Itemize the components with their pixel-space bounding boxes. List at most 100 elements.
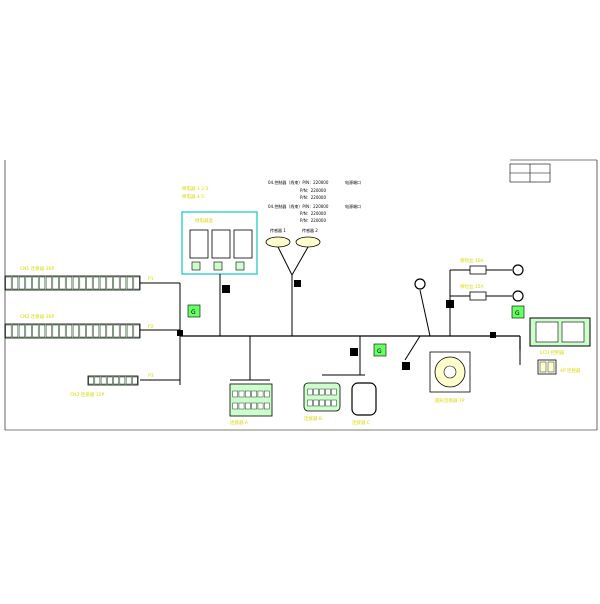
pin bbox=[106, 276, 113, 290]
pin bbox=[325, 388, 331, 396]
bar-2-tag: P2 bbox=[148, 324, 154, 330]
fuse-2-label: 保险丝 15A bbox=[460, 283, 485, 290]
pin bbox=[245, 402, 251, 410]
bottom-2-row1-pins bbox=[307, 388, 337, 396]
junction-left bbox=[177, 330, 183, 336]
svg-text:G: G bbox=[515, 310, 520, 317]
fuse-clip bbox=[446, 300, 454, 308]
bottom-1-row2-pins bbox=[232, 402, 270, 410]
round-clip bbox=[402, 362, 410, 370]
sensor-pair bbox=[265, 236, 321, 336]
pin bbox=[25, 276, 32, 290]
bottom-1-row1-pins bbox=[232, 390, 270, 398]
svg-text:G: G bbox=[191, 309, 196, 316]
svg-text:04.控制器（线束）P/N：220000: 04.控制器（线束）P/N：220000 bbox=[268, 179, 329, 185]
pin bbox=[307, 399, 313, 407]
fuse-1 bbox=[469, 265, 487, 275]
round-connector bbox=[429, 351, 471, 393]
clip-mid bbox=[350, 348, 358, 356]
pin bbox=[251, 402, 257, 410]
terminal-2 bbox=[512, 290, 524, 302]
connector-bar-3 bbox=[87, 375, 139, 386]
bar-1-label: CN1 连接器 30P bbox=[20, 265, 54, 272]
pin bbox=[331, 388, 337, 396]
connector-bottom-3 bbox=[351, 382, 377, 416]
bar-3-pins bbox=[88, 376, 138, 385]
pin bbox=[72, 324, 79, 338]
pin bbox=[99, 276, 106, 290]
pin bbox=[32, 276, 39, 290]
ecu-connector bbox=[529, 317, 591, 347]
pin bbox=[307, 388, 313, 396]
branch-round bbox=[404, 335, 421, 361]
pin bbox=[113, 376, 119, 385]
pin bbox=[59, 276, 66, 290]
pin bbox=[66, 324, 73, 338]
pin bbox=[12, 276, 19, 290]
relay-box bbox=[181, 211, 258, 275]
pin bbox=[93, 276, 100, 290]
pin bbox=[45, 324, 52, 338]
svg-text:P/N：220000: P/N：220000 bbox=[300, 218, 326, 223]
pin bbox=[18, 276, 25, 290]
pin bbox=[39, 276, 46, 290]
small-conn-label: 4P 连接器 bbox=[560, 367, 581, 374]
pin bbox=[245, 390, 251, 398]
pin bbox=[264, 390, 270, 398]
pin bbox=[325, 399, 331, 407]
pin bbox=[5, 276, 12, 290]
pin bbox=[232, 390, 238, 398]
pin bbox=[133, 324, 140, 338]
pin bbox=[45, 276, 52, 290]
pin bbox=[125, 376, 132, 385]
pin bbox=[113, 276, 120, 290]
relay-clip bbox=[222, 285, 230, 293]
pin bbox=[25, 324, 32, 338]
pin bbox=[251, 390, 257, 398]
small-connector bbox=[537, 359, 557, 375]
pin bbox=[331, 399, 337, 407]
bar-1-pins bbox=[5, 276, 140, 290]
pin bbox=[86, 324, 93, 338]
pin bbox=[232, 402, 238, 410]
sensor-2-label: 传感器 2 bbox=[302, 227, 318, 233]
sensor-3 bbox=[414, 278, 426, 290]
spec-notes: 04.控制器（线束）P/N：220000 P/N：220000 P/N：2200… bbox=[268, 179, 361, 223]
pin bbox=[313, 388, 319, 396]
pin bbox=[319, 399, 325, 407]
pin bbox=[79, 276, 86, 290]
bottom-3-label: 连接器 C bbox=[352, 419, 370, 426]
bar-1-tag: P1 bbox=[148, 276, 154, 282]
marker-1: G bbox=[187, 304, 201, 318]
bar-3-label: CN3 连接器 12P bbox=[70, 391, 104, 398]
pin bbox=[52, 324, 59, 338]
pin bbox=[106, 324, 113, 338]
relay-box-label: 继电器盒 bbox=[195, 217, 213, 224]
svg-text:电源端口: 电源端口 bbox=[345, 203, 361, 209]
pin bbox=[32, 324, 39, 338]
pin bbox=[18, 324, 25, 338]
relay-notes-2: 继电器 4 5 bbox=[182, 193, 204, 200]
pin bbox=[257, 402, 264, 410]
fuse-1-label: 保险丝 10A bbox=[460, 257, 485, 264]
pin bbox=[5, 324, 12, 338]
connector-bottom-1 bbox=[229, 383, 273, 417]
fuse-2 bbox=[469, 291, 487, 301]
sensor-1-label: 传感器 1 bbox=[270, 227, 286, 233]
pin bbox=[66, 276, 73, 290]
bar-3-tag: P3 bbox=[148, 373, 154, 379]
pin bbox=[79, 324, 86, 338]
svg-text:04.控制器（线束）P/N：220000: 04.控制器（线束）P/N：220000 bbox=[268, 203, 329, 209]
svg-text:G: G bbox=[377, 348, 382, 355]
pin bbox=[238, 402, 245, 410]
pin bbox=[238, 390, 245, 398]
marker-3: G bbox=[511, 305, 525, 319]
marker-2: G bbox=[373, 343, 387, 357]
svg-text:P/N：220000: P/N：220000 bbox=[300, 195, 326, 200]
pin bbox=[100, 376, 107, 385]
relay-notes-1: 继电器 1 2 3 bbox=[182, 185, 209, 192]
round-conn-label: 圆形连接器 7P bbox=[435, 397, 465, 404]
pin bbox=[12, 324, 19, 338]
